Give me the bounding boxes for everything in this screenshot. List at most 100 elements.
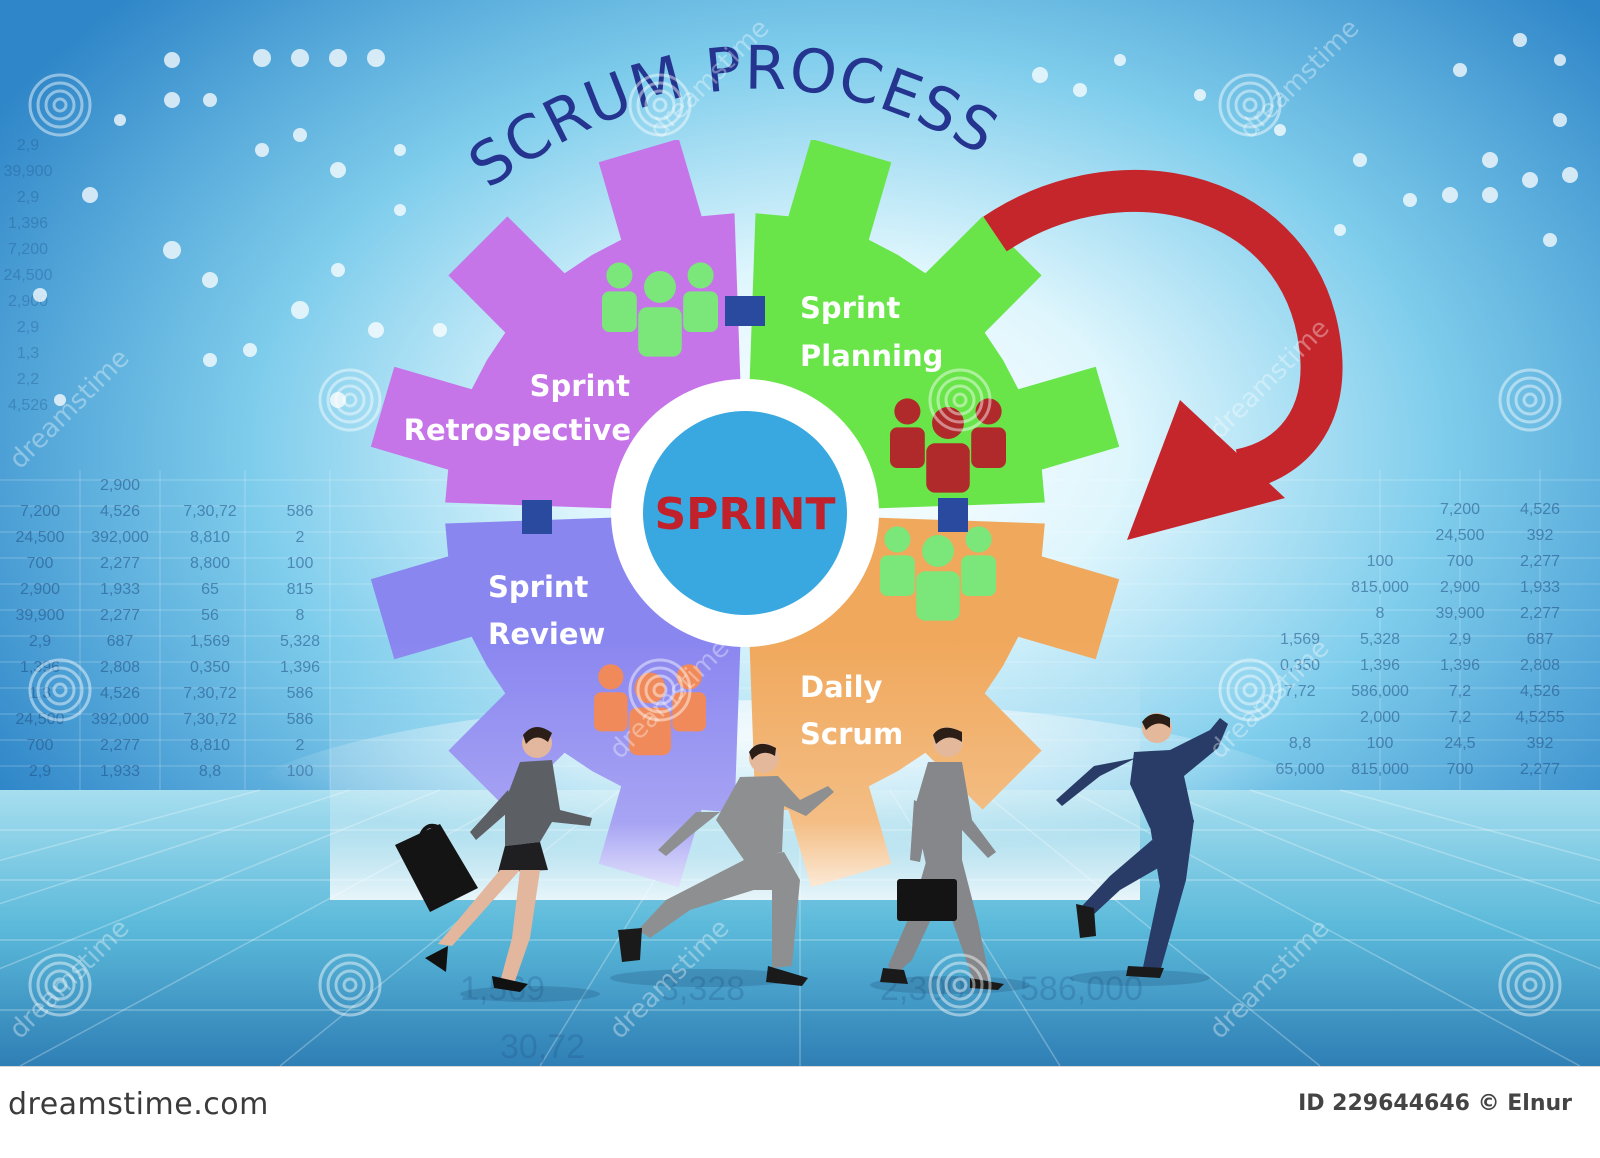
bg-number: 687 [107, 633, 134, 650]
watermark-spiral [28, 953, 92, 1017]
bg-number: 392,000 [91, 529, 149, 546]
bokeh-dot [164, 92, 180, 108]
stage-sprint-retrospective-line2: Retrospective [404, 413, 631, 447]
footer-brand[interactable]: dreamstime.com [8, 1087, 269, 1122]
bokeh-dot [291, 301, 309, 319]
bokeh-dot [1543, 233, 1557, 247]
bokeh-dots [33, 33, 1578, 408]
bg-number: 1,569 [1280, 631, 1320, 648]
bg-number: 0,350 [1280, 657, 1320, 674]
bg-number: 586 [287, 711, 314, 728]
bokeh-dot [1482, 152, 1498, 168]
bokeh-dot [329, 49, 347, 67]
watermark-spiral [628, 73, 692, 137]
bokeh-dot [54, 394, 66, 406]
bg-number: 2,808 [1520, 657, 1560, 674]
stage-sprint-planning-line1: Sprint [800, 291, 901, 325]
bg-number: 7,200 [20, 503, 60, 520]
connector-left [522, 500, 552, 534]
bg-number: 392,000 [91, 711, 149, 728]
bokeh-dot [330, 162, 346, 178]
bokeh-dot [243, 343, 257, 357]
bg-number: 7,200 [8, 241, 48, 258]
bg-number: 39,900 [1436, 605, 1485, 622]
stage-sprint-review-line2: Review [488, 617, 605, 651]
watermark-spiral [318, 953, 382, 1017]
bokeh-dot [1522, 172, 1538, 188]
bg-number: 7,2 [1449, 709, 1471, 726]
bg-number: 8,810 [190, 737, 230, 754]
bg-number: 700 [1447, 761, 1474, 778]
bg-number: 5,328 [1360, 631, 1400, 648]
bg-number: 815,000 [1351, 761, 1409, 778]
bokeh-dot [394, 144, 406, 156]
bg-number: 24,500 [4, 267, 53, 284]
bokeh-dot [394, 204, 406, 216]
bg-number: 700 [27, 555, 54, 572]
bg-number: 700 [27, 737, 54, 754]
bokeh-dot [1353, 153, 1367, 167]
bg-number: 7,72 [1284, 683, 1315, 700]
bokeh-dot [1442, 187, 1458, 203]
bg-number: 586 [287, 503, 314, 520]
bokeh-dot [368, 322, 384, 338]
stage-sprint-review: Sprint Review [488, 570, 706, 756]
bg-number: 100 [287, 555, 314, 572]
bokeh-dot [1453, 63, 1467, 77]
bokeh-dot [1334, 224, 1346, 236]
watermark-spiral [318, 368, 382, 432]
bg-number: 2,277 [100, 555, 140, 572]
bokeh-dot [1274, 124, 1286, 136]
bg-number: 2,277 [1520, 761, 1560, 778]
bg-number: 586 [287, 685, 314, 702]
floor-number: 3,328 [660, 970, 745, 1008]
bokeh-dot [1482, 187, 1498, 203]
bg-number: 65 [201, 581, 219, 598]
watermark-spiral [928, 953, 992, 1017]
stage-sprint-planning-line2: Planning [800, 339, 943, 373]
bg-number: 24,500 [16, 711, 65, 728]
stage-daily-scrum-line1: Daily [800, 670, 883, 704]
bokeh-dot [433, 323, 447, 337]
bokeh-dot [114, 114, 126, 126]
bokeh-dot [33, 288, 47, 302]
bg-number: 8,810 [190, 529, 230, 546]
bokeh-dot [163, 241, 181, 259]
sprint-label: SPRINT [654, 489, 835, 540]
bokeh-dot [203, 93, 217, 107]
bg-number: 392 [1527, 735, 1554, 752]
bg-number: 100 [1367, 735, 1394, 752]
bokeh-dot [164, 52, 180, 68]
bg-number: 39,900 [16, 607, 65, 624]
stage-sprint-planning: Sprint Planning [800, 291, 1006, 493]
bg-number: 2,9 [17, 319, 39, 336]
bg-number: 8,8 [199, 763, 221, 780]
gear-bottom-fade [330, 640, 1140, 900]
runner-man-2 [610, 743, 834, 987]
bg-number: 1,396 [20, 659, 60, 676]
watermark-spiral [1498, 953, 1562, 1017]
bg-number: 2,9 [17, 137, 39, 154]
bokeh-dot [291, 49, 309, 67]
bg-number: 7,30,72 [183, 711, 236, 728]
bg-number: 56 [201, 607, 219, 624]
bg-number: 7,30,72 [183, 685, 236, 702]
bg-number: 8 [296, 607, 305, 624]
bg-number: 2,808 [100, 659, 140, 676]
watermark-spiral [28, 658, 92, 722]
bg-number: 1,569 [190, 633, 230, 650]
bg-number: 1,396 [280, 659, 320, 676]
bg-number: 1,933 [100, 581, 140, 598]
bg-number: 4,526 [1520, 501, 1560, 518]
bokeh-dot [293, 128, 307, 142]
stage-sprint-review-line1: Sprint [488, 570, 589, 604]
bg-number: 4,526 [8, 397, 48, 414]
stage-daily-scrum-line2: Scrum [800, 717, 903, 751]
runner-man-3 [870, 727, 1030, 994]
bg-number: 1,396 [1440, 657, 1480, 674]
bg-number: 24,5 [1444, 735, 1475, 752]
bg-number: 2,277 [100, 737, 140, 754]
bg-number: 2,9 [1449, 631, 1471, 648]
